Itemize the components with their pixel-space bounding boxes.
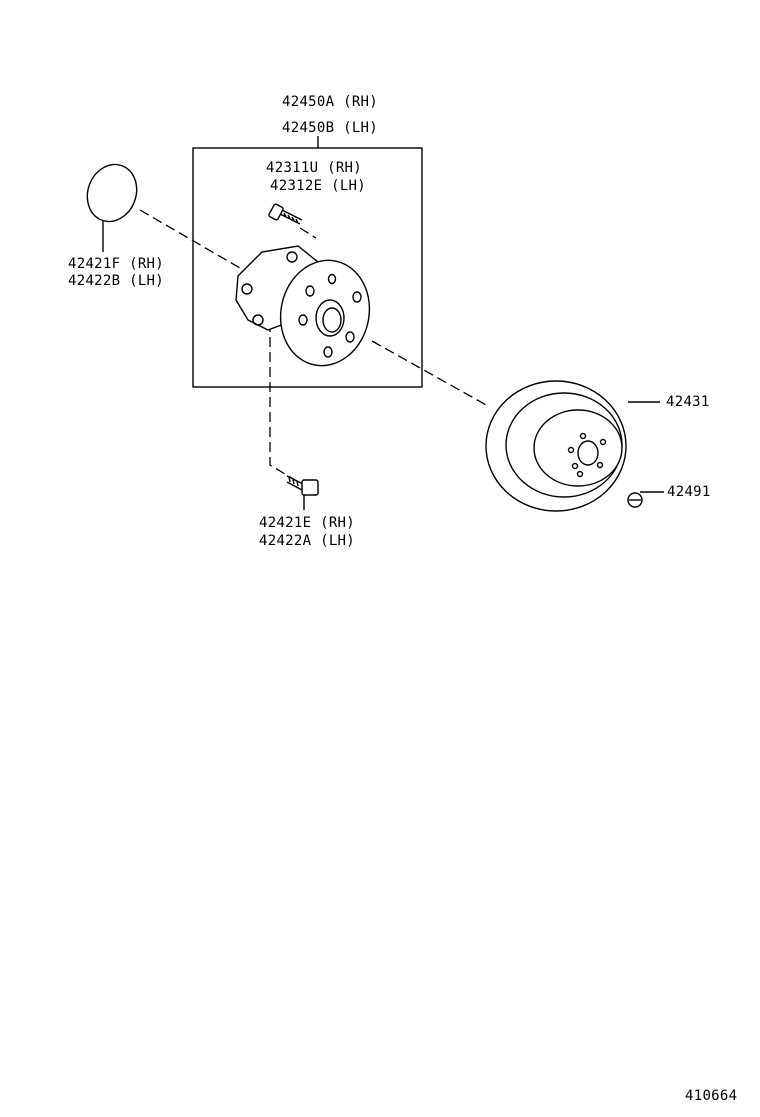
- axis-line-stud: [299, 227, 317, 239]
- figure-id: 410664: [685, 1088, 738, 1104]
- axis-line-bolt: [269, 322, 296, 481]
- label-stud-rh: 42311U (RH): [266, 160, 363, 176]
- label-assembly-lh: 42450B (LH): [282, 120, 379, 136]
- label-cap-rh: 42421F (RH): [68, 256, 165, 272]
- label-cap-lh: 42422B (LH): [68, 273, 165, 289]
- hub-bearing: [235, 245, 371, 367]
- label-disc: 42431: [666, 394, 710, 410]
- hub-stud: [268, 203, 303, 225]
- assembly-frame: [192, 147, 423, 388]
- plug: [627, 491, 664, 508]
- label-stud-lh: 42312E (LH): [270, 178, 367, 194]
- axis-line-cap: [139, 209, 241, 269]
- hub-cap: [86, 163, 138, 252]
- label-plug: 42491: [667, 484, 711, 500]
- label-bolt-rh: 42421E (RH): [259, 515, 356, 531]
- label-bolt-lh: 42422A (LH): [259, 533, 356, 549]
- mounting-bolt: [286, 475, 319, 510]
- brake-disc: [485, 380, 660, 512]
- label-assembly-rh: 42450A (RH): [282, 94, 379, 110]
- axis-line-disc: [371, 340, 489, 407]
